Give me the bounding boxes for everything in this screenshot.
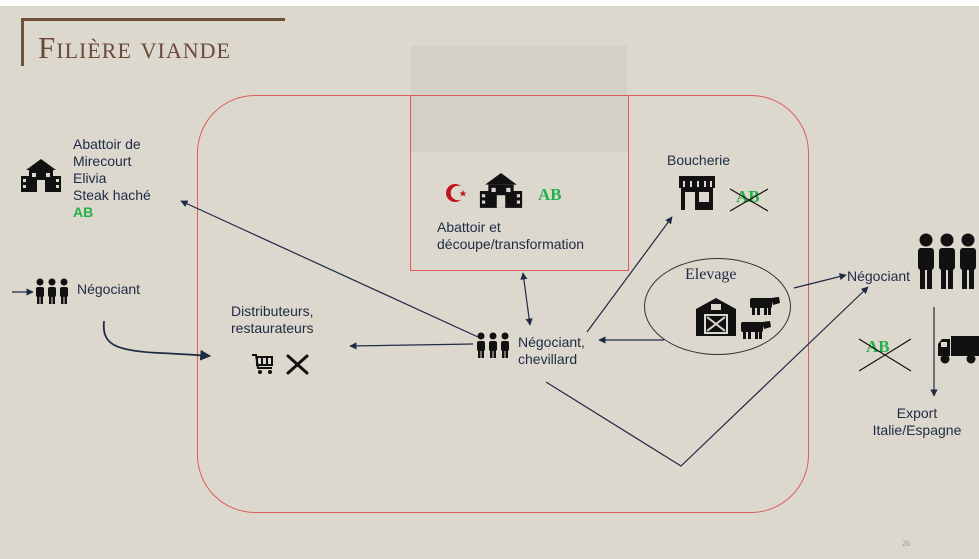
boucherie-ab-label: AB	[736, 187, 760, 206]
slide-title: Filière viande	[38, 30, 231, 65]
arrow-chevillard-to-negociant-right	[545, 286, 869, 467]
negociant-left-label: Négociant	[77, 281, 141, 297]
title-rule-vertical	[21, 18, 24, 66]
abattoir-decoupe-label: Abattoir et découpe/transformation	[437, 219, 585, 252]
slaughterhouse-icon	[20, 158, 62, 199]
cross-out-icon	[858, 338, 912, 372]
fork-knife-icon	[285, 353, 311, 380]
arrow-chevillard-to-mirecourt	[180, 200, 479, 338]
abattoir-ab-label: AB	[538, 185, 562, 204]
arrow-abattoir-chevillard	[520, 272, 533, 326]
cross-out-icon	[729, 188, 769, 212]
shopping-cart-icon	[251, 353, 275, 380]
truck-icon	[937, 334, 979, 369]
arrow-negociant-to-distributeurs	[102, 320, 212, 361]
placeholder-box	[411, 46, 627, 152]
cow-icon	[740, 318, 772, 345]
cow-icon	[749, 294, 781, 321]
title-rule-horizontal	[21, 18, 285, 21]
boucherie-label: Boucherie	[667, 152, 731, 168]
shop-icon	[677, 175, 717, 216]
slaughterhouse-icon	[473, 172, 529, 215]
arrow-chevillard-to-boucherie	[586, 216, 673, 333]
people-group-icon	[916, 233, 979, 295]
crescent-star-icon	[445, 182, 469, 209]
elevage-ellipse	[644, 258, 791, 355]
negociant-chevillard-label: Négociant, chevillard	[518, 334, 585, 367]
abattoir-frame	[410, 95, 629, 271]
people-group-icon	[475, 332, 511, 363]
negociant-right-label: Négociant	[847, 268, 911, 284]
mirecourt-label: Abattoir de Mirecourt Elivia Steak haché…	[73, 136, 151, 220]
barn-icon	[695, 297, 737, 342]
page-number: 26	[902, 539, 910, 548]
export-label: Export Italie/Espagne	[872, 405, 962, 438]
people-group-icon	[34, 278, 70, 309]
elevage-label: Elevage	[685, 266, 737, 283]
distributeurs-label: Distributeurs, restaurateurs	[231, 303, 314, 336]
export-ab-label: AB	[866, 337, 890, 356]
arrow-chevillard-to-distributeurs	[349, 342, 474, 350]
arrow-elevage-to-negociant	[793, 273, 847, 289]
mirecourt-ab-label: AB	[73, 204, 94, 220]
